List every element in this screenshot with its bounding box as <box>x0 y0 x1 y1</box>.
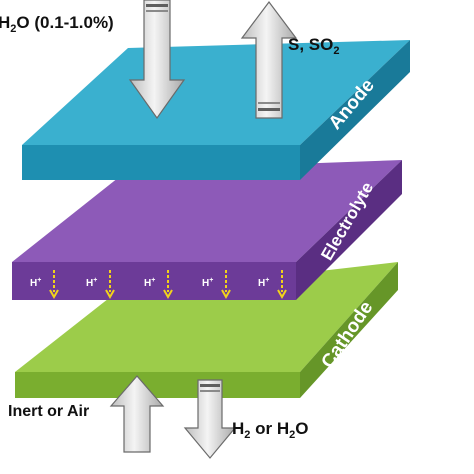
proton-arrow-head <box>221 289 231 300</box>
cathode-front-face <box>15 372 300 398</box>
cathode-inlet-arrow <box>109 375 165 453</box>
proton-label: H+ <box>144 277 155 289</box>
anode-outlet-arrow <box>240 0 298 119</box>
electrolyte-side-face <box>296 160 402 300</box>
proton-label: H+ <box>30 277 41 289</box>
proton-label: H+ <box>258 277 269 289</box>
anode-front-face <box>22 145 300 180</box>
anode-top-face <box>22 40 410 145</box>
anode-inlet-label: H2O (0.1-1.0%) <box>0 13 114 35</box>
cathode-outlet-arrow <box>183 379 237 459</box>
proton-arrow-head <box>277 289 287 300</box>
anode-layer: Anode <box>22 40 410 180</box>
proton-label: H+ <box>86 277 97 289</box>
proton-arrow-head <box>49 289 59 300</box>
anode-outlet-label: S, SO2 <box>288 35 339 57</box>
anode-inlet-arrow <box>128 0 186 120</box>
proton-label: H+ <box>202 277 213 289</box>
anode-side-face <box>300 40 410 180</box>
cathode-side-face <box>300 262 398 398</box>
cathode-inlet-label: Inert or Air <box>8 403 89 420</box>
proton-ions: H+ H+ H+ H+ H+ <box>30 270 287 300</box>
proton-arrow-head <box>163 289 173 300</box>
cathode-outlet-label: H2 or H2O <box>232 419 309 441</box>
electrolyte-top-face <box>12 160 402 262</box>
proton-arrow-head <box>105 289 115 300</box>
